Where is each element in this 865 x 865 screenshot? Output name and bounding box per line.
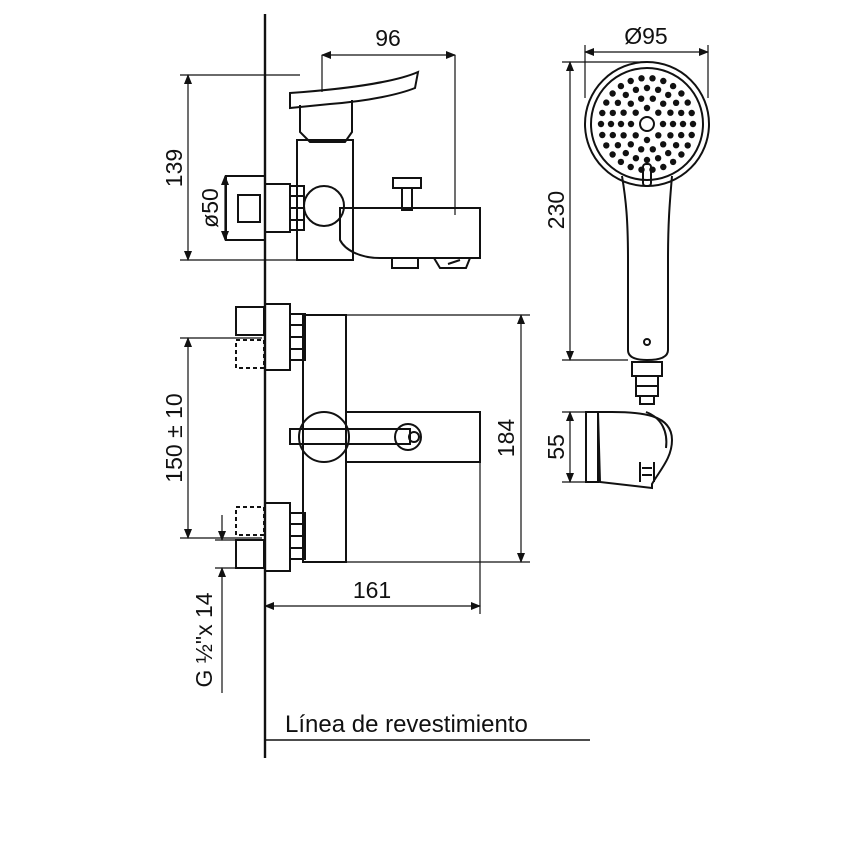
nozzle-dot: [655, 109, 662, 116]
nozzle-dot: [659, 120, 667, 128]
dim-139: [180, 74, 300, 261]
nozzle-dot: [620, 109, 627, 116]
nozzle-dot: [669, 82, 677, 90]
nozzle-dot: [609, 109, 616, 117]
nozzle-dot: [643, 84, 651, 92]
nozzle-dot: [620, 132, 627, 139]
nozzle-dot: [669, 120, 677, 128]
nozzle-dot: [603, 99, 610, 106]
nozzle-dot: [643, 136, 651, 144]
nozzle-dot: [649, 146, 656, 153]
nozzle-dot: [684, 99, 691, 106]
nozzle-dot: [617, 120, 625, 128]
nozzle-dot: [597, 120, 605, 128]
nozzle-dot: [627, 163, 634, 171]
nozzle-dot: [643, 104, 651, 112]
dim-55: [562, 411, 600, 483]
mixer-side-view: [225, 70, 481, 269]
nozzle-dot: [688, 131, 695, 139]
nozzle-dot: [679, 120, 687, 128]
nozzle-dot: [649, 95, 656, 102]
nozzle-dot: [667, 132, 674, 139]
nozzle-dot: [638, 95, 645, 102]
nozzle-dot: [614, 99, 622, 107]
nozzle-dot: [638, 75, 645, 82]
shower-holder: [585, 411, 674, 490]
dim-161: [264, 462, 481, 614]
dim-139-label: 139: [161, 149, 187, 187]
nozzle-dot: [678, 131, 685, 139]
nozzle-dot: [632, 86, 640, 94]
nozzle-dot: [603, 142, 610, 149]
nozzle-dot: [609, 131, 616, 139]
dim-184-label: 184: [493, 419, 519, 458]
nozzle-dot: [617, 158, 625, 166]
dim-96-label: 96: [375, 25, 401, 51]
nozzle-dot: [627, 141, 634, 148]
nozzle-dot: [627, 77, 634, 85]
nozzle-dot: [655, 132, 662, 139]
nozzle-dot: [638, 146, 645, 153]
nozzle-dot: [678, 109, 685, 117]
nozzle-dot: [614, 142, 622, 149]
dim-161-label: 161: [353, 577, 391, 603]
nozzle-dot: [649, 75, 656, 82]
dim-thread: [215, 515, 265, 693]
dim-96: [321, 51, 456, 215]
nozzle-dot: [667, 109, 674, 116]
nozzle-dot: [599, 109, 606, 117]
nozzle-dot: [632, 155, 640, 162]
nozzle-dot: [627, 100, 634, 107]
mixer-front-view: [235, 303, 481, 572]
nozzle-dot: [669, 158, 677, 166]
hand-shower: [584, 61, 710, 405]
nozzle-dot: [660, 141, 667, 148]
nozzle-dot: [660, 77, 667, 85]
nozzle-dot: [689, 120, 697, 128]
nozzle-dot: [665, 91, 672, 99]
dim-thread-label: G ½"x 14: [191, 592, 217, 687]
dim-230: [562, 61, 646, 361]
dim-230-label: 230: [543, 191, 569, 229]
nozzle-dot: [678, 90, 685, 97]
nozzle-dot: [654, 155, 662, 162]
nozzle-dot: [617, 82, 625, 90]
nozzle-dot: [660, 163, 667, 171]
nozzle-dot: [627, 120, 635, 128]
nozzle-dot: [632, 109, 639, 116]
nozzle-dot: [672, 99, 680, 107]
nozzle-dot: [599, 131, 606, 139]
dim-150-label: 150 ± 10: [161, 393, 187, 482]
dim-o95-label: Ø95: [624, 23, 667, 49]
nozzle-dot: [684, 142, 691, 149]
dim-o50-label: ø50: [197, 188, 223, 228]
nozzle-dot: [609, 151, 616, 158]
nozzle-dot: [672, 142, 680, 149]
nozzle-dot: [609, 90, 616, 97]
dim-55-label: 55: [543, 434, 569, 460]
nozzle-dot: [660, 100, 667, 107]
nozzle-dot: [665, 149, 672, 157]
dim-o95: [584, 45, 709, 98]
nozzle-dot: [654, 86, 662, 94]
nozzle-dot: [622, 91, 629, 99]
nozzle-dot: [622, 149, 629, 157]
dim-184: [346, 314, 530, 563]
caption-label: Línea de revestimiento: [285, 711, 528, 738]
nozzle-dot: [632, 132, 639, 139]
nozzle-dot: [607, 120, 615, 128]
nozzle-dot: [643, 156, 651, 164]
nozzle-dot: [678, 151, 685, 158]
nozzle-dot: [688, 109, 695, 117]
